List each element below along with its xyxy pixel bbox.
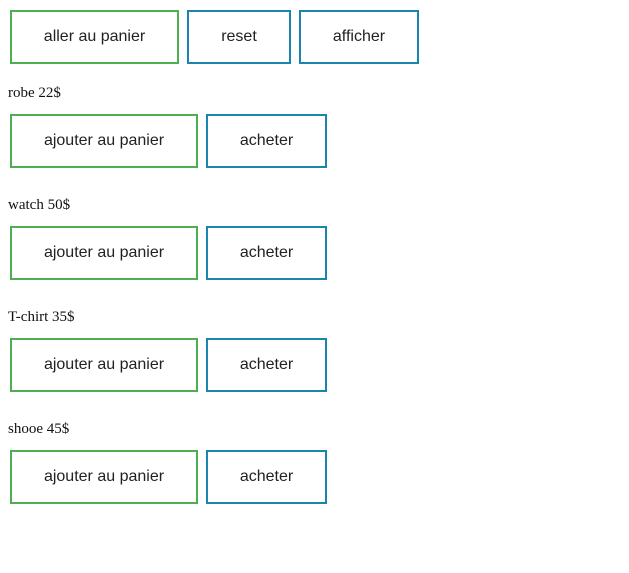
reset-button[interactable]: reset [187, 10, 291, 64]
add-to-cart-button[interactable]: ajouter au panier [10, 226, 198, 280]
buy-button[interactable]: acheter [206, 114, 327, 168]
product-label: watch 50$ [8, 197, 71, 213]
buy-button[interactable]: acheter [206, 226, 327, 280]
add-to-cart-button[interactable]: ajouter au panier [10, 450, 198, 504]
add-to-cart-button[interactable]: ajouter au panier [10, 338, 198, 392]
go-to-cart-button[interactable]: aller au panier [10, 10, 179, 64]
buy-button[interactable]: acheter [206, 338, 327, 392]
product-actions: ajouter au panier acheter [10, 114, 327, 168]
buy-button[interactable]: acheter [206, 450, 327, 504]
product-label: T-chirt 35$ [8, 309, 75, 325]
add-to-cart-button[interactable]: ajouter au panier [10, 114, 198, 168]
product-actions: ajouter au panier acheter [10, 338, 327, 392]
product-label: robe 22$ [8, 85, 61, 101]
product-actions: ajouter au panier acheter [10, 226, 327, 280]
show-button[interactable]: afficher [299, 10, 419, 64]
top-toolbar: aller au panier reset afficher [10, 10, 419, 64]
product-actions: ajouter au panier acheter [10, 450, 327, 504]
product-label: shooe 45$ [8, 421, 70, 437]
